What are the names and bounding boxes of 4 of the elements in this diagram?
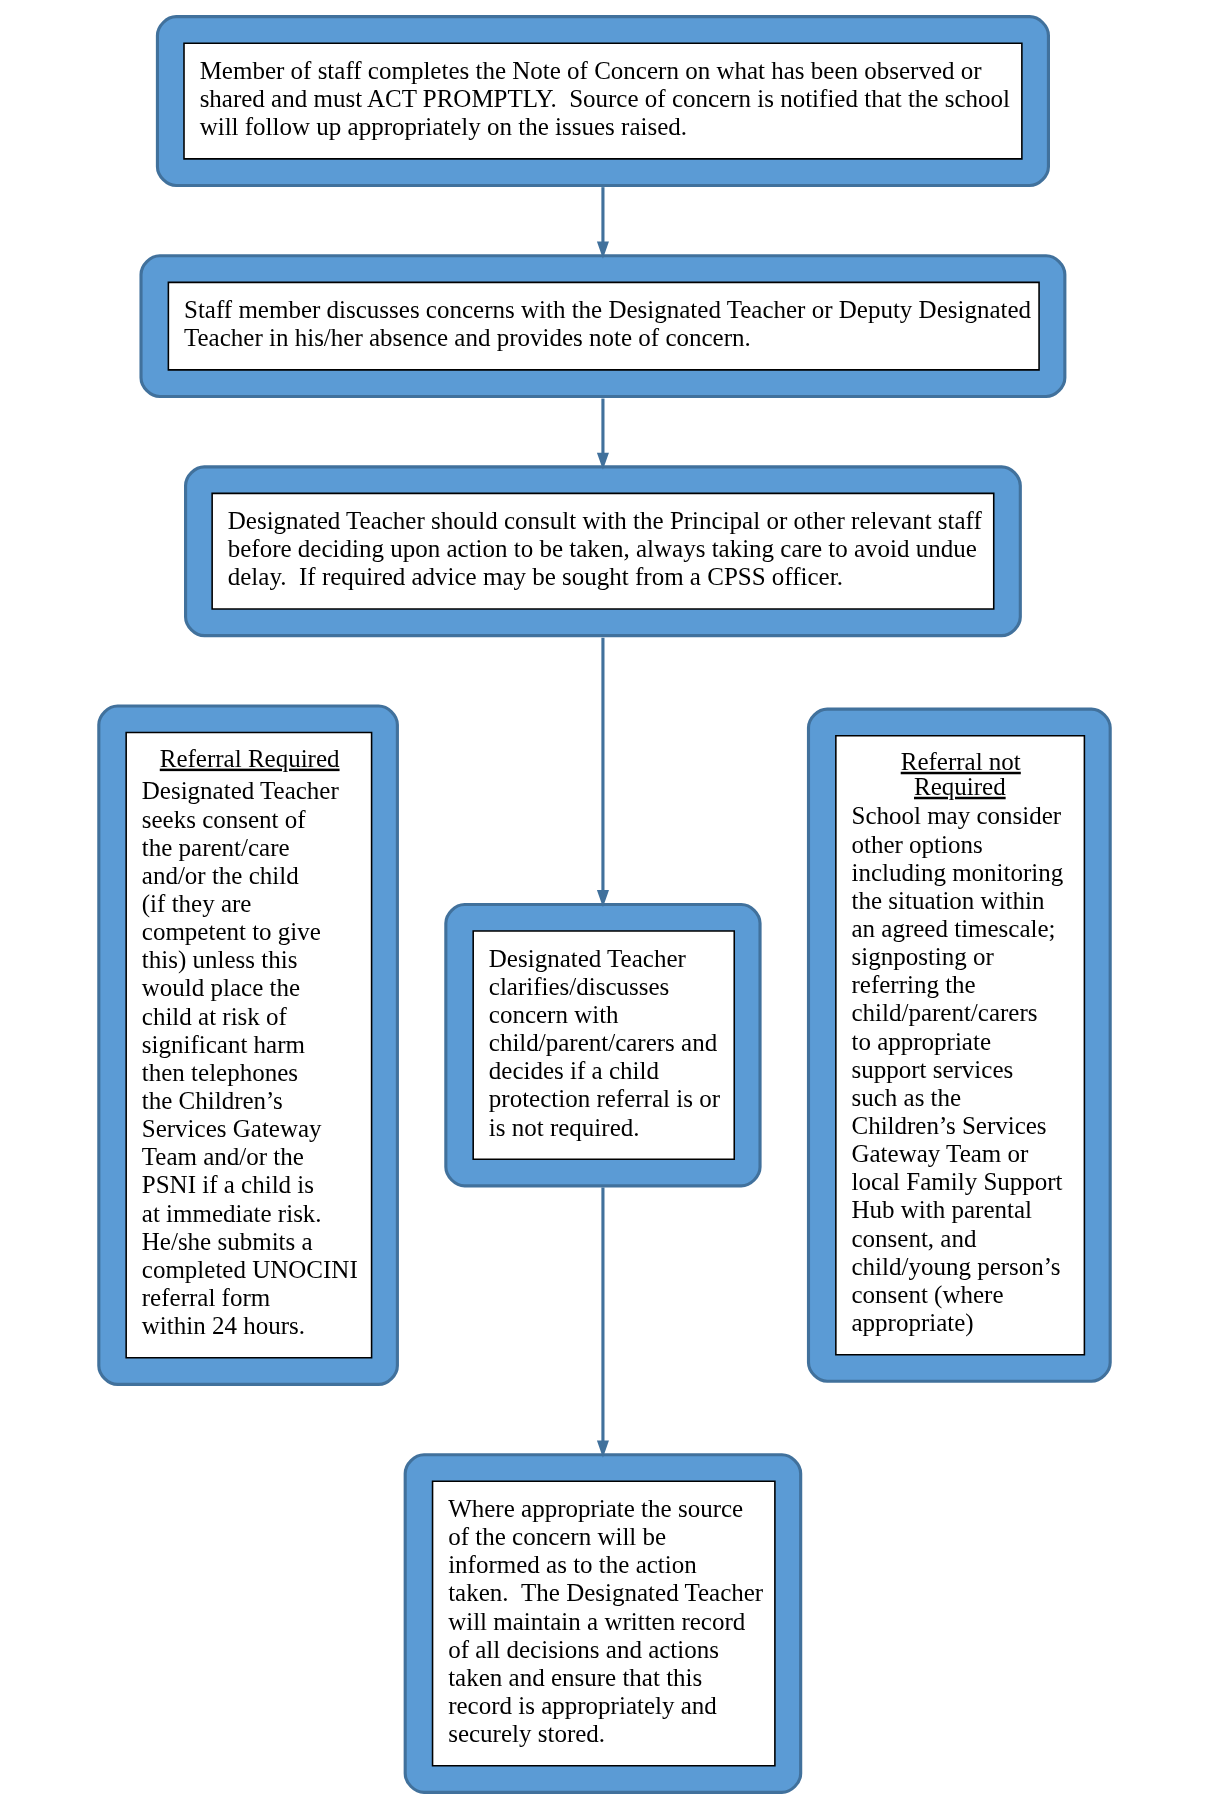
arrow: [596, 398, 609, 470]
arrow: [596, 1187, 609, 1458]
arrow: [596, 187, 609, 259]
arrow: [596, 637, 609, 908]
